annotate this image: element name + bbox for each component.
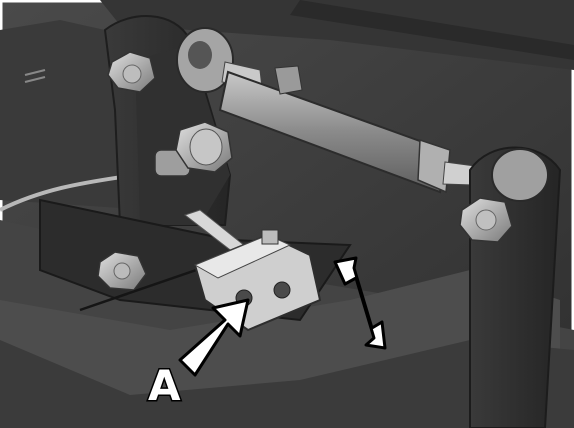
floor-shadow xyxy=(0,340,574,428)
frame-slot xyxy=(24,76,46,83)
right-rod-eye xyxy=(491,148,549,202)
rod-eye-hole xyxy=(188,41,212,69)
turnbuckle-end-cap xyxy=(417,138,451,194)
lock-nut-face xyxy=(113,262,131,280)
rod-nut xyxy=(274,65,303,95)
switch-tab xyxy=(261,229,279,245)
top-nut-face xyxy=(122,64,142,84)
double-headed-arrow-icon xyxy=(333,256,387,350)
switch-mount-hole xyxy=(273,281,291,299)
frame-slot xyxy=(24,69,46,76)
upper-frame-beam xyxy=(100,0,574,70)
right-nut-face xyxy=(475,209,497,231)
upper-frame-edge xyxy=(290,0,574,60)
turnbuckle-body xyxy=(218,70,447,194)
callout-label-a: A xyxy=(148,361,181,410)
sensor-switch-top xyxy=(193,234,292,279)
middle-nut-washer xyxy=(189,128,223,166)
callout-arrow-icon xyxy=(178,298,250,377)
